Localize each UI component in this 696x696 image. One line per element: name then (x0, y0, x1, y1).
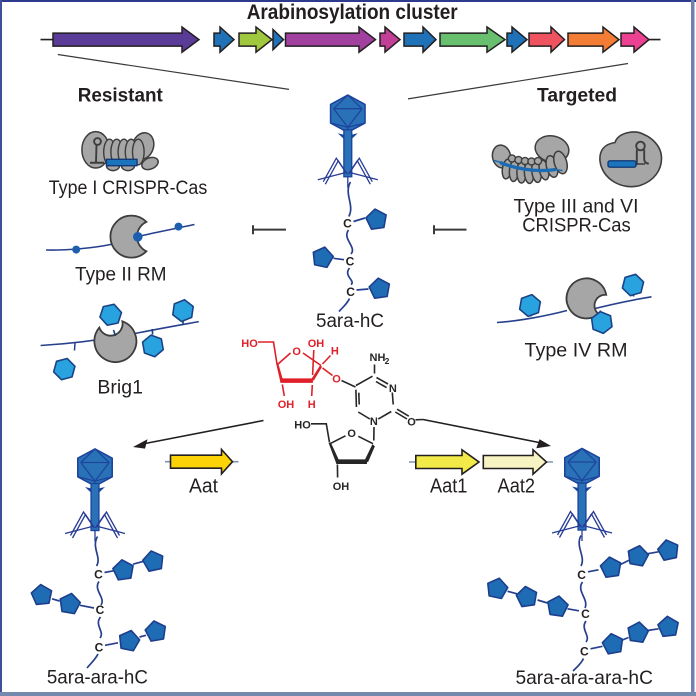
svg-text:Type IV RM: Type IV RM (525, 341, 628, 362)
svg-text:5ara-hC: 5ara-hC (316, 311, 384, 332)
svg-text:C: C (96, 603, 105, 617)
svg-text:O: O (332, 374, 341, 386)
svg-text:N: N (370, 416, 378, 428)
svg-text:O: O (292, 346, 301, 358)
svg-text:OH: OH (278, 399, 295, 411)
svg-text:N: N (389, 383, 397, 395)
svg-text:C: C (94, 568, 103, 582)
svg-text:Aat1: Aat1 (430, 476, 468, 498)
svg-text:CRISPR-Cas: CRISPR-Cas (522, 216, 631, 237)
svg-text:Aat: Aat (189, 476, 218, 498)
svg-text:Brig1: Brig1 (97, 378, 143, 399)
svg-text:H: H (308, 399, 316, 411)
svg-text:HO: HO (241, 338, 258, 350)
svg-text:OH: OH (308, 338, 325, 350)
svg-text:O: O (407, 417, 416, 429)
svg-text:C: C (580, 645, 589, 659)
svg-text:C: C (95, 640, 104, 654)
svg-text:2: 2 (385, 356, 390, 366)
svg-text:C: C (346, 285, 355, 299)
svg-text:C: C (343, 217, 352, 231)
svg-text:C: C (581, 607, 590, 621)
svg-text:NH: NH (370, 352, 386, 364)
svg-text:Arabinosylation cluster: Arabinosylation cluster (247, 1, 458, 24)
svg-text:Type III and VI: Type III and VI (514, 197, 639, 218)
svg-text:5ara-ara-ara-hC: 5ara-ara-ara-hC (515, 667, 653, 689)
svg-text:OH: OH (333, 481, 350, 493)
svg-text:Type II RM: Type II RM (75, 265, 167, 286)
svg-text:5ara-ara-hC: 5ara-ara-hC (47, 667, 148, 689)
svg-text:Targeted: Targeted (537, 86, 617, 107)
svg-text:H: H (331, 346, 339, 358)
svg-text:Aat2: Aat2 (498, 476, 536, 498)
svg-text:Type I CRISPR-Cas: Type I CRISPR-Cas (49, 178, 208, 199)
svg-text:HO: HO (294, 420, 311, 432)
svg-text:Resistant: Resistant (78, 86, 164, 107)
svg-text:C: C (346, 255, 355, 269)
svg-text:O: O (347, 428, 356, 440)
svg-text:C: C (577, 568, 586, 582)
